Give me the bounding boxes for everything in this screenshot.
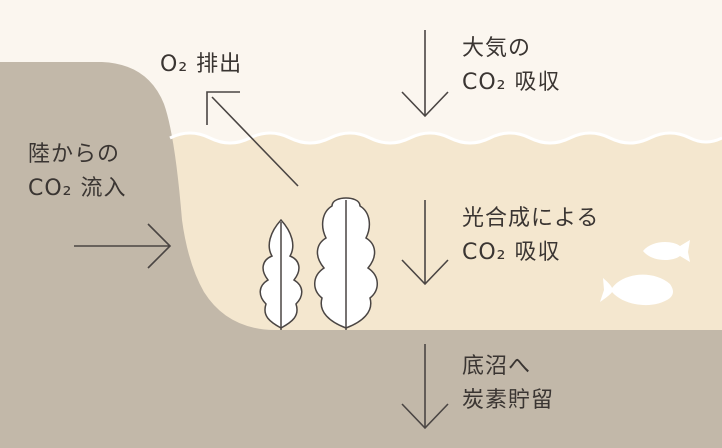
land-inflow-label: 陸からの CO₂ 流入 <box>28 138 127 206</box>
photosynthesis-absorption-label: 光合成による CO₂ 吸収 <box>462 202 599 270</box>
photosynthesis-line-1: 光合成による <box>462 206 600 231</box>
sediment-line-1: 底沼へ <box>462 354 532 379</box>
sediment-line-2: 炭素貯留 <box>462 388 555 413</box>
atmosphere-line-2: CO₂ 吸収 <box>462 70 561 95</box>
water-body <box>170 133 722 330</box>
atmosphere-arrow <box>401 30 449 118</box>
photosynthesis-line-2: CO₂ 吸収 <box>462 240 561 265</box>
land-inflow-arrow <box>74 223 172 269</box>
atmosphere-absorption-label: 大気の CO₂ 吸収 <box>462 32 561 100</box>
o2-release-label: O₂ 排出 <box>160 48 242 82</box>
o2-release-arrow <box>206 91 299 187</box>
seagrass-small-icon <box>259 218 303 330</box>
o2-release-text: O₂ 排出 <box>160 52 243 77</box>
water-surface-line <box>169 131 722 145</box>
small-fish-icon <box>643 240 690 262</box>
sediment-storage-label: 底沼へ 炭素貯留 <box>462 350 554 418</box>
sediment-arrow <box>401 344 449 430</box>
land-line-2: CO₂ 流入 <box>28 176 127 201</box>
land-line-1: 陸からの <box>28 142 121 167</box>
photosynthesis-arrow <box>401 200 449 286</box>
atmosphere-line-1: 大気の <box>462 36 532 61</box>
land-mass <box>0 62 722 448</box>
seagrass-large-icon <box>314 197 378 330</box>
large-fish-icon <box>600 274 673 306</box>
